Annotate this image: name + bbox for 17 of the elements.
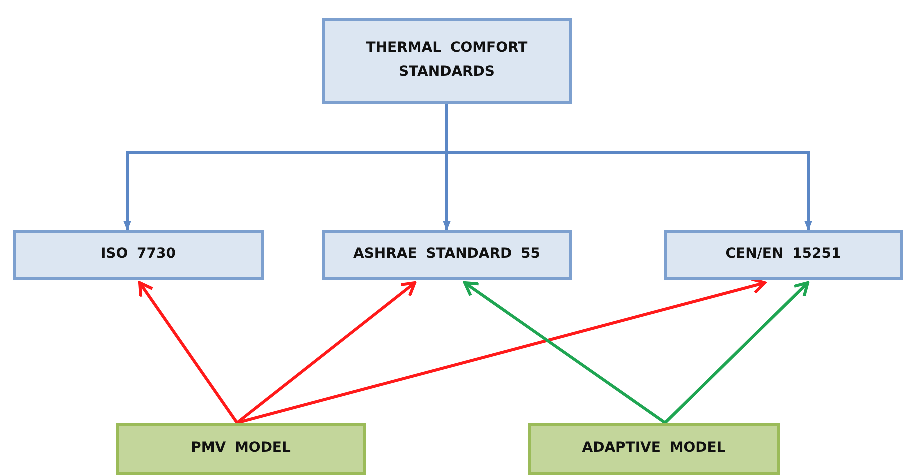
- box-label: CEN/EN 15251: [726, 245, 842, 264]
- model-box: [528, 423, 780, 475]
- box-label: THERMAL COMFORT STANDARDS: [365, 39, 529, 82]
- arrow: [236, 282, 416, 424]
- box-label: ADAPTIVE MODEL: [582, 439, 726, 458]
- box-label: ISO 7730: [100, 245, 176, 264]
- arrow: [236, 278, 766, 424]
- arrow: [464, 282, 666, 424]
- standard-box: [13, 230, 264, 280]
- arrow: [138, 282, 238, 424]
- standard-box: [664, 230, 903, 280]
- standard-box: [322, 18, 572, 104]
- standard-box: [322, 230, 572, 280]
- model-box: [116, 423, 366, 475]
- arrow: [664, 282, 810, 424]
- box-label: ASHRAE STANDARD 55: [354, 245, 540, 264]
- box-label: PMV MODEL: [191, 439, 291, 458]
